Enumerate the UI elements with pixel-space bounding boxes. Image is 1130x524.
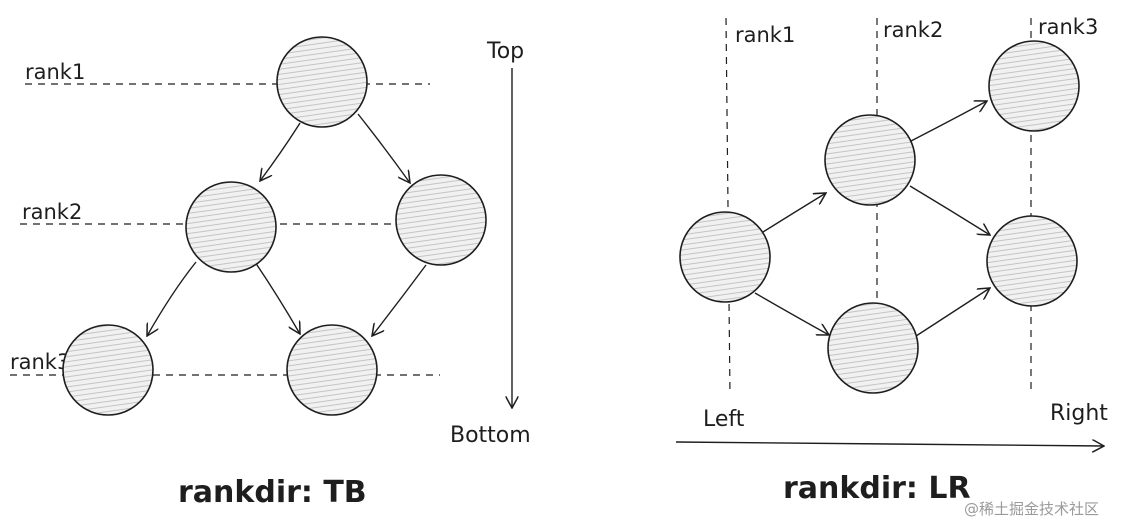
tb-panel: rank1 rank2 rank3 Top Bottom rankdir: TB [10, 36, 531, 510]
tb-edge-1-2 [260, 122, 301, 181]
lr-edge-1-3 [754, 292, 829, 335]
tb-rank2-label: rank2 [22, 200, 82, 224]
tb-direction-end-label: Bottom [450, 423, 531, 448]
lr-edge-2-4 [910, 101, 987, 142]
watermark: @稀土掘金技术社区 [964, 500, 1099, 518]
tb-edge-2-4 [147, 261, 197, 336]
tb-node-rank2-right [395, 174, 487, 266]
tb-node-rank1 [276, 36, 368, 128]
tb-node-rank3-left [62, 324, 154, 416]
lr-node-rank1 [679, 211, 771, 303]
tb-direction-start-label: Top [486, 39, 524, 64]
lr-rank3-label: rank3 [1038, 15, 1098, 39]
lr-node-rank3-bottom [986, 215, 1078, 307]
lr-rank1-guide [725, 17, 731, 396]
tb-rank1-label: rank1 [25, 60, 85, 84]
lr-panel: rank1 rank2 rank3 Left Right rankdir: LR [675, 15, 1108, 506]
lr-direction-end-label: Right [1050, 401, 1108, 426]
lr-rank1-label: rank1 [735, 23, 795, 47]
tb-node-rank2-left [185, 181, 277, 273]
lr-node-rank2-bottom [827, 302, 919, 394]
lr-node-rank3-top [988, 40, 1080, 132]
lr-node-rank2-top [824, 114, 916, 206]
lr-caption: rankdir: LR [783, 471, 971, 506]
tb-caption: rankdir: TB [178, 475, 367, 510]
tb-edge-2-5 [254, 261, 300, 334]
lr-edge-1-2 [762, 193, 826, 233]
lr-edge-2-5 [909, 185, 990, 235]
tb-rank3-label: rank3 [10, 350, 70, 374]
tb-edge-3-5 [372, 264, 427, 336]
lr-direction-start-label: Left [703, 407, 745, 432]
lr-rank2-label: rank2 [883, 18, 943, 42]
lr-edge-3-5 [912, 288, 990, 339]
tb-node-rank3-right [286, 324, 378, 416]
tb-edge-1-3 [357, 113, 410, 183]
lr-direction-arrow [675, 442, 1104, 446]
